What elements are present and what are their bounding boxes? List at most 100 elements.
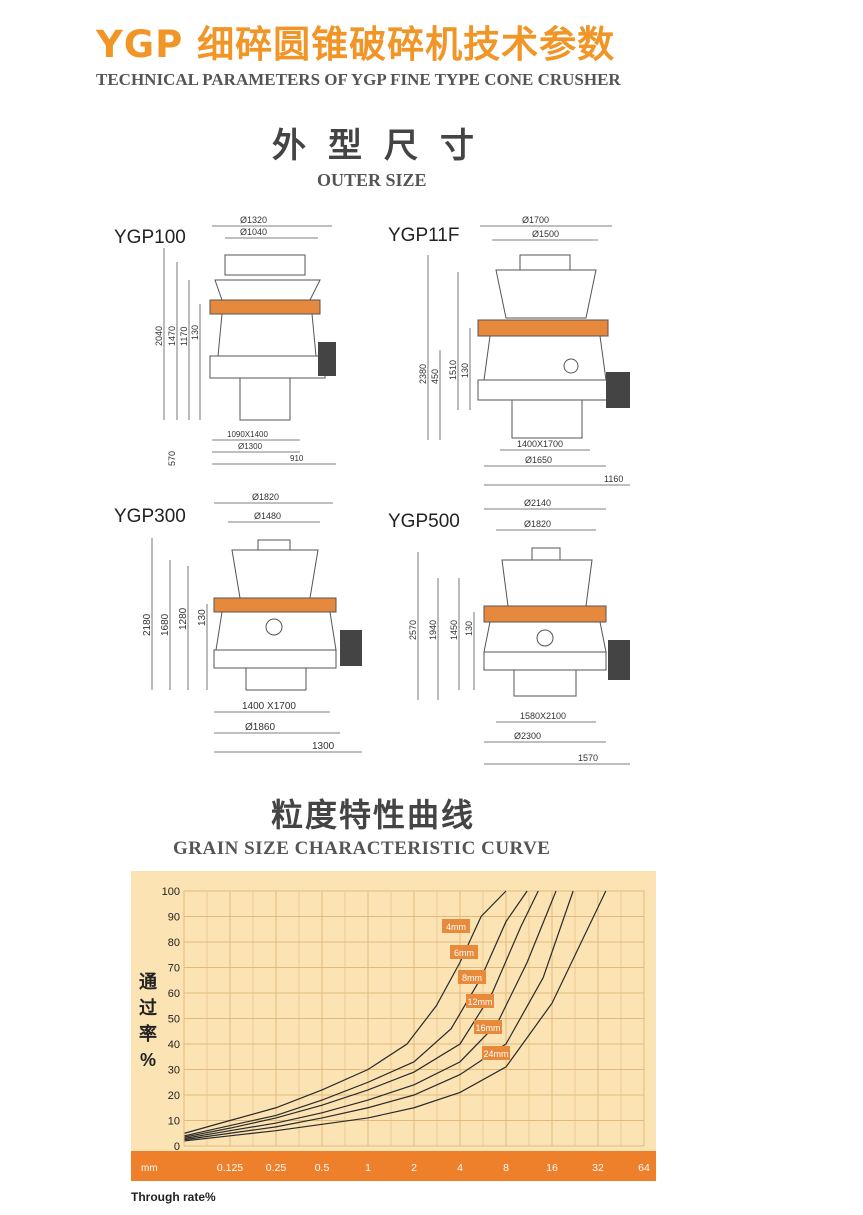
y-tick-label: 100 bbox=[162, 886, 180, 898]
dim-ygp300-base-dia: Ø1860 bbox=[245, 722, 275, 733]
dim-ygp100-h4: 130 bbox=[190, 325, 200, 340]
dim-ygp500-h4: 130 bbox=[464, 621, 474, 636]
outer-size-drawings: YGP100 Ø1320 Ø1040 2040 1470 1170 130 57… bbox=[114, 215, 630, 765]
dim-ygp300-h3: 1280 bbox=[178, 607, 189, 630]
x-tick-label: 0.5 bbox=[315, 1162, 330, 1174]
dim-ygp11f-h3: 1510 bbox=[448, 360, 458, 380]
page-subtitle: TECHNICAL PARAMETERS OF YGP FINE TYPE CO… bbox=[96, 70, 621, 89]
curve-tag-bg bbox=[458, 970, 486, 984]
drawing-ygp100: YGP100 Ø1320 Ø1040 2040 1470 1170 130 57… bbox=[114, 215, 336, 466]
dim-ygp100-base: 1090X1400 bbox=[227, 430, 268, 439]
grain-curve-title-cn: 粒度特性曲线 bbox=[271, 796, 476, 834]
curve-6mm bbox=[184, 890, 528, 1137]
x-axis-band bbox=[131, 1151, 656, 1181]
x-tick-label: 0.25 bbox=[266, 1162, 287, 1174]
dim-ygp11f-base: 1400X1700 bbox=[517, 439, 563, 449]
curve-tag-label: 6mm bbox=[454, 948, 474, 958]
curve-4mm bbox=[184, 890, 507, 1134]
dim-ygp500-dia-outer: Ø2140 bbox=[524, 498, 551, 508]
y-axis-ticks: 0 10 20 30 40 50 60 70 80 90 100 bbox=[162, 886, 180, 1153]
dim-ygp500-h2: 1940 bbox=[428, 620, 438, 640]
x-tick-label: 0.125 bbox=[217, 1162, 243, 1174]
dim-ygp300-dia-outer: Ø1820 bbox=[252, 492, 279, 502]
y-tick-label: 40 bbox=[168, 1039, 180, 1051]
curve-labels: 4mm 6mm 8mm 12mm 16mm 24mm bbox=[442, 919, 510, 1060]
model-label-ygp100: YGP100 bbox=[114, 227, 186, 248]
dim-ygp11f-dia-inner: Ø1500 bbox=[532, 229, 559, 239]
dim-ygp300-side: 1300 bbox=[312, 741, 335, 752]
x-tick-label: 4 bbox=[457, 1162, 463, 1174]
y-tick-label: 10 bbox=[168, 1116, 180, 1128]
curve-tag-label: 24mm bbox=[483, 1049, 508, 1059]
x-tick-label: 8 bbox=[503, 1162, 509, 1174]
x-axis-label: Through rate% bbox=[131, 1190, 216, 1204]
dim-ygp11f-side: 1160 bbox=[604, 474, 623, 484]
y-tick-label: 80 bbox=[168, 937, 180, 949]
dim-ygp100-h1: 2040 bbox=[154, 326, 164, 346]
outer-size-title-cn: 外型尺寸 bbox=[272, 126, 496, 166]
dim-ygp100-h3: 1170 bbox=[179, 327, 189, 346]
page-title: YGP 细碎圆锥破碎机技术参数 bbox=[96, 23, 616, 66]
dim-ygp500-base-dia: Ø2300 bbox=[514, 731, 541, 741]
drawing-ygp500: YGP500 Ø2140 Ø1820 2570 1940 1450 130 15… bbox=[388, 498, 630, 765]
y-tick-label: 50 bbox=[168, 1014, 180, 1026]
curve-12mm bbox=[184, 890, 557, 1139]
dim-ygp300-dia-inner: Ø1480 bbox=[254, 511, 281, 521]
y-tick-label: 0 bbox=[174, 1141, 180, 1153]
curve-tag-label: 12mm bbox=[467, 997, 492, 1007]
dim-ygp300-h4: 130 bbox=[197, 609, 208, 626]
dim-ygp100-h2: 1470 bbox=[167, 326, 177, 346]
dim-ygp100-dia-outer: Ø1320 bbox=[240, 215, 267, 225]
y-tick-label: 20 bbox=[168, 1090, 180, 1102]
y-tick-label: 90 bbox=[168, 912, 180, 924]
chart-panel bbox=[131, 871, 656, 1151]
drawing-ygp11f: YGP11F Ø1700 Ø1500 2380 450 1510 130 140… bbox=[388, 215, 630, 486]
curve-tag-label: 8mm bbox=[462, 973, 482, 983]
curve-tag-bg bbox=[442, 919, 470, 933]
curve-tag-bg bbox=[482, 1046, 510, 1060]
y-tick-label: 60 bbox=[168, 988, 180, 1000]
y-tick-label: 30 bbox=[168, 1065, 180, 1077]
dim-ygp100-dia-inner: Ø1040 bbox=[240, 227, 267, 237]
dim-ygp11f-h1: 2380 bbox=[418, 364, 428, 384]
curve-tag-bg bbox=[450, 945, 478, 959]
dim-ygp11f-h2: 450 bbox=[430, 369, 440, 384]
dim-ygp100-foot: 570 bbox=[167, 451, 177, 466]
x-tick-label: 16 bbox=[546, 1162, 558, 1174]
dim-ygp500-dia-inner: Ø1820 bbox=[524, 519, 551, 529]
dim-ygp11f-h4: 130 bbox=[460, 363, 470, 378]
dim-ygp500-base: 1580X2100 bbox=[520, 711, 566, 721]
curve-tag-bg bbox=[466, 994, 494, 1008]
x-tick-label: 64 bbox=[638, 1162, 650, 1174]
x-tick-label: 32 bbox=[592, 1162, 604, 1174]
curve-8mm bbox=[184, 890, 539, 1138]
model-label-ygp500: YGP500 bbox=[388, 511, 460, 532]
dim-ygp300-h2: 1680 bbox=[160, 613, 171, 636]
dim-ygp11f-dia-outer: Ø1700 bbox=[522, 215, 549, 225]
curve-tag-label: 16mm bbox=[475, 1023, 500, 1033]
curve-24mm bbox=[184, 890, 607, 1142]
model-label-ygp300: YGP300 bbox=[114, 506, 186, 527]
curve-16mm bbox=[184, 890, 574, 1141]
y-axis-label: 通过率% bbox=[139, 972, 157, 1070]
y-tick-label: 70 bbox=[168, 963, 180, 975]
x-axis-unit: mm bbox=[141, 1163, 158, 1174]
outer-size-title-en: OUTER SIZE bbox=[317, 170, 427, 190]
grain-curve-title-en: GRAIN SIZE CHARACTERISTIC CURVE bbox=[173, 838, 551, 859]
model-label-ygp11f: YGP11F bbox=[388, 225, 459, 246]
drawing-ygp300: YGP300 Ø1820 Ø1480 2180 1680 1280 130 14… bbox=[114, 492, 362, 753]
chart-grid bbox=[183, 890, 645, 1147]
dim-ygp100-side: 910 bbox=[290, 454, 304, 463]
x-tick-label: 1 bbox=[365, 1162, 371, 1174]
curve-tag-bg bbox=[474, 1020, 502, 1034]
x-axis-ticks: 0.125 0.25 0.5 1 2 4 8 16 32 64 bbox=[217, 1162, 650, 1174]
curve-tag-label: 4mm bbox=[446, 922, 466, 932]
dim-ygp300-h1: 2180 bbox=[142, 613, 153, 636]
dim-ygp100-base-dia: Ø1300 bbox=[238, 442, 263, 451]
curve-series bbox=[184, 890, 607, 1142]
dim-ygp500-side: 1570 bbox=[578, 753, 598, 763]
svg-text:通过率%: 通过率% bbox=[139, 972, 157, 1070]
dim-ygp500-h3: 1450 bbox=[449, 620, 459, 640]
x-tick-label: 2 bbox=[411, 1162, 417, 1174]
dim-ygp300-base: 1400 X1700 bbox=[242, 701, 296, 712]
